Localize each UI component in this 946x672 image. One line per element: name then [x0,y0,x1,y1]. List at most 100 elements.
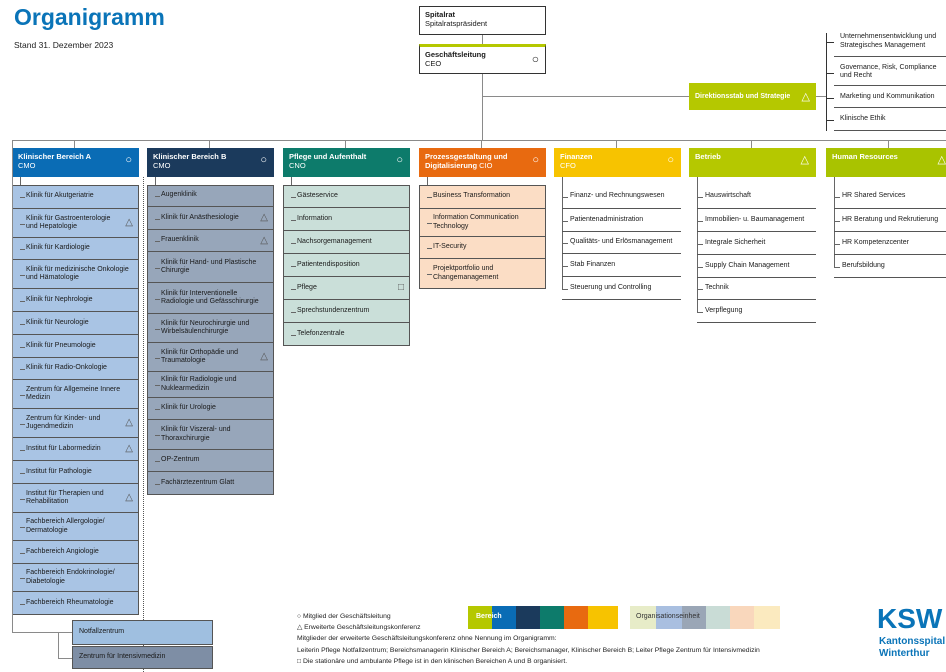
column-sub: CNO [289,160,306,170]
org-unit: Klinik für Urologie [147,398,274,420]
stab-unit-label: Marketing und Kommunikation [840,92,935,100]
org-unit-label: Klinik für Hand- und Plastische Chirurgi… [161,258,257,274]
direktionsstab-label: Direktionsstab und Strategie [695,93,791,100]
org-unit-label: Pflege [297,283,317,291]
org-unit: Fachbereich Endokrinologie/ Diabetologie [12,564,139,592]
org-unit-label: Klinik für Radio-Onkologie [26,364,107,372]
legend-line5: □ Die stationäre und ambulante Pflege is… [297,658,567,666]
logo-line1: Kantonsspital [879,636,946,647]
swatch [754,606,780,629]
legend-line3: Mitglieder der erweiterte Geschäftsleitu… [297,635,557,642]
org-unit-label: Klinik für medizinische Onkologie und Hä… [26,265,129,281]
org-unit: Pflege□ [283,277,410,300]
org-unit-label: Gästeservice [297,191,338,199]
spitalrat-sub: Spitalratspräsident [425,18,488,28]
org-unit-label: Information [297,214,333,222]
org-unit: Technik [697,278,816,300]
column-sub: CMO [18,160,36,170]
org-unit: Immobilien- u. Baumanagement [697,209,816,232]
org-unit: HR Shared Services [834,185,946,209]
org-unit-label: Supply Chain Management [705,261,790,269]
org-unit-label: IT-Security [433,243,467,251]
org-unit: Klinik für Viszeral- und Thoraxchirurgie [147,420,274,450]
org-unit: Hauswirtschaft [697,185,816,209]
swatch [468,606,492,629]
org-unit: Business Transformation [419,185,546,209]
swatch [706,606,730,629]
org-unit: Klinik für Kardiologie [12,238,139,260]
org-unit-label: Immobilien- u. Baumanagement [705,215,805,223]
org-unit-label: Klinik für Viszeral- und Thoraxchirurgie [161,426,231,442]
stab-unit-label: Klinische Ethik [840,115,886,123]
stab-unit: Unternehmensentwicklung und Strategische… [834,27,946,57]
org-unit-label: Institut für Pathologie [26,467,92,475]
org-unit-label: Klinik für Orthopädie und Traumatologie [161,348,239,364]
stab-unit-label: Governance, Risk, Compliance und Recht [840,63,937,79]
org-unit: Zentrum für Kinder- und Jugendmedizin△ [12,409,139,438]
column-title: Klinischer Bereich B [153,152,227,161]
org-unit: Klinik für Akutgeriatrie [12,185,139,209]
org-unit: Fachbereich Angiologie [12,541,139,564]
org-unit: Supply Chain Management [697,255,816,278]
triangle-icon: △ [125,417,133,428]
org-unit: Patientendisposition [283,254,410,277]
org-unit: Klinik für Gastroenterologie und Hepatol… [12,209,139,238]
spitalrat-title: Spitalrat [425,10,456,19]
org-unit-label: Nachsorgemanagement [297,237,372,245]
org-unit: Patientenadministration [562,209,681,232]
org-unit: HR Beratung und Rekrutierung [834,209,946,232]
column-sub: CFO [560,160,576,170]
org-unit: Information [283,208,410,231]
org-unit: Projektportfolio und Changemanagement [419,259,546,289]
column-title-suffix: CIO [477,160,493,170]
notfallzentrum-box: Notfallzentrum [72,620,213,645]
org-unit: Steuerung und Controlling [562,277,681,300]
column-title: Finanzen [560,152,593,161]
circle-icon: ○ [260,154,267,166]
org-unit: Klinik für Orthopädie und Traumatologie△ [147,343,274,372]
org-unit-label: Patientenadministration [570,215,644,223]
org-unit: Qualitäts- und Erlösmanagement [562,232,681,254]
org-unit-label: Fachärztezentrum Glatt [161,478,235,486]
org-unit-label: Integrale Sicherheit [705,238,766,246]
org-unit-label: Klinik für Neurochirurgie und Wirbelsäul… [161,319,250,335]
org-unit: Klinik für Nephrologie [12,289,139,312]
org-unit: Sprechstundenzentrum [283,300,410,323]
logo-line2: Winterthur [879,647,930,659]
org-unit-label: Klinik für Gastroenterologie und Hepatol… [26,214,111,230]
triangle-icon: △ [260,234,268,246]
org-unit: Nachsorgemanagement [283,231,410,254]
column-header: Prozessgestaltung und Digitalisierung CI… [419,148,546,177]
org-unit-label: HR Kompetenzcenter [842,238,909,246]
org-unit: Stab Finanzen [562,254,681,277]
triangle-icon: △ [800,154,809,166]
swatch [730,606,754,629]
org-unit: Klinik für Pneumologie [12,335,139,358]
legend-line4: Leiterin Pflege Notfallzentrum; Bereichs… [297,647,760,654]
stab-unit: Klinische Ethik [834,109,946,131]
column-header: Betrieb△ [689,148,816,177]
org-unit-label: Qualitäts- und Erlösmanagement [570,238,673,246]
legend-extended-text: Erweiterte Geschäftsleitungskonferenz [304,624,421,631]
org-unit-label: Finanz- und Rechnungswesen [570,192,665,200]
stab-unit: Governance, Risk, Compliance und Recht [834,59,946,86]
org-unit-label: Klinik für Radiologie und Nuklearmedizin [161,376,237,392]
org-unit: Klinik für Radiologie und Nuklearmedizin [147,372,274,398]
org-unit: Klinik für Neurologie [12,312,139,335]
org-unit-label: Verpflegung [705,306,743,314]
org-unit-label: Institut für Labormedizin [26,444,101,452]
swatch [540,606,564,629]
org-unit-label: Frauenklinik [161,236,199,244]
org-unit: Integrale Sicherheit [697,232,816,255]
ksw-logo: KSW [877,603,943,634]
swatch [682,606,706,629]
triangle-icon: △ [125,443,133,454]
org-unit-label: Klinik für Anästhesiologie [161,213,239,221]
org-unit: Frauenklinik △ [147,230,274,252]
notfallzentrum-label: Notfallzentrum [79,628,125,636]
swatch [656,606,682,629]
